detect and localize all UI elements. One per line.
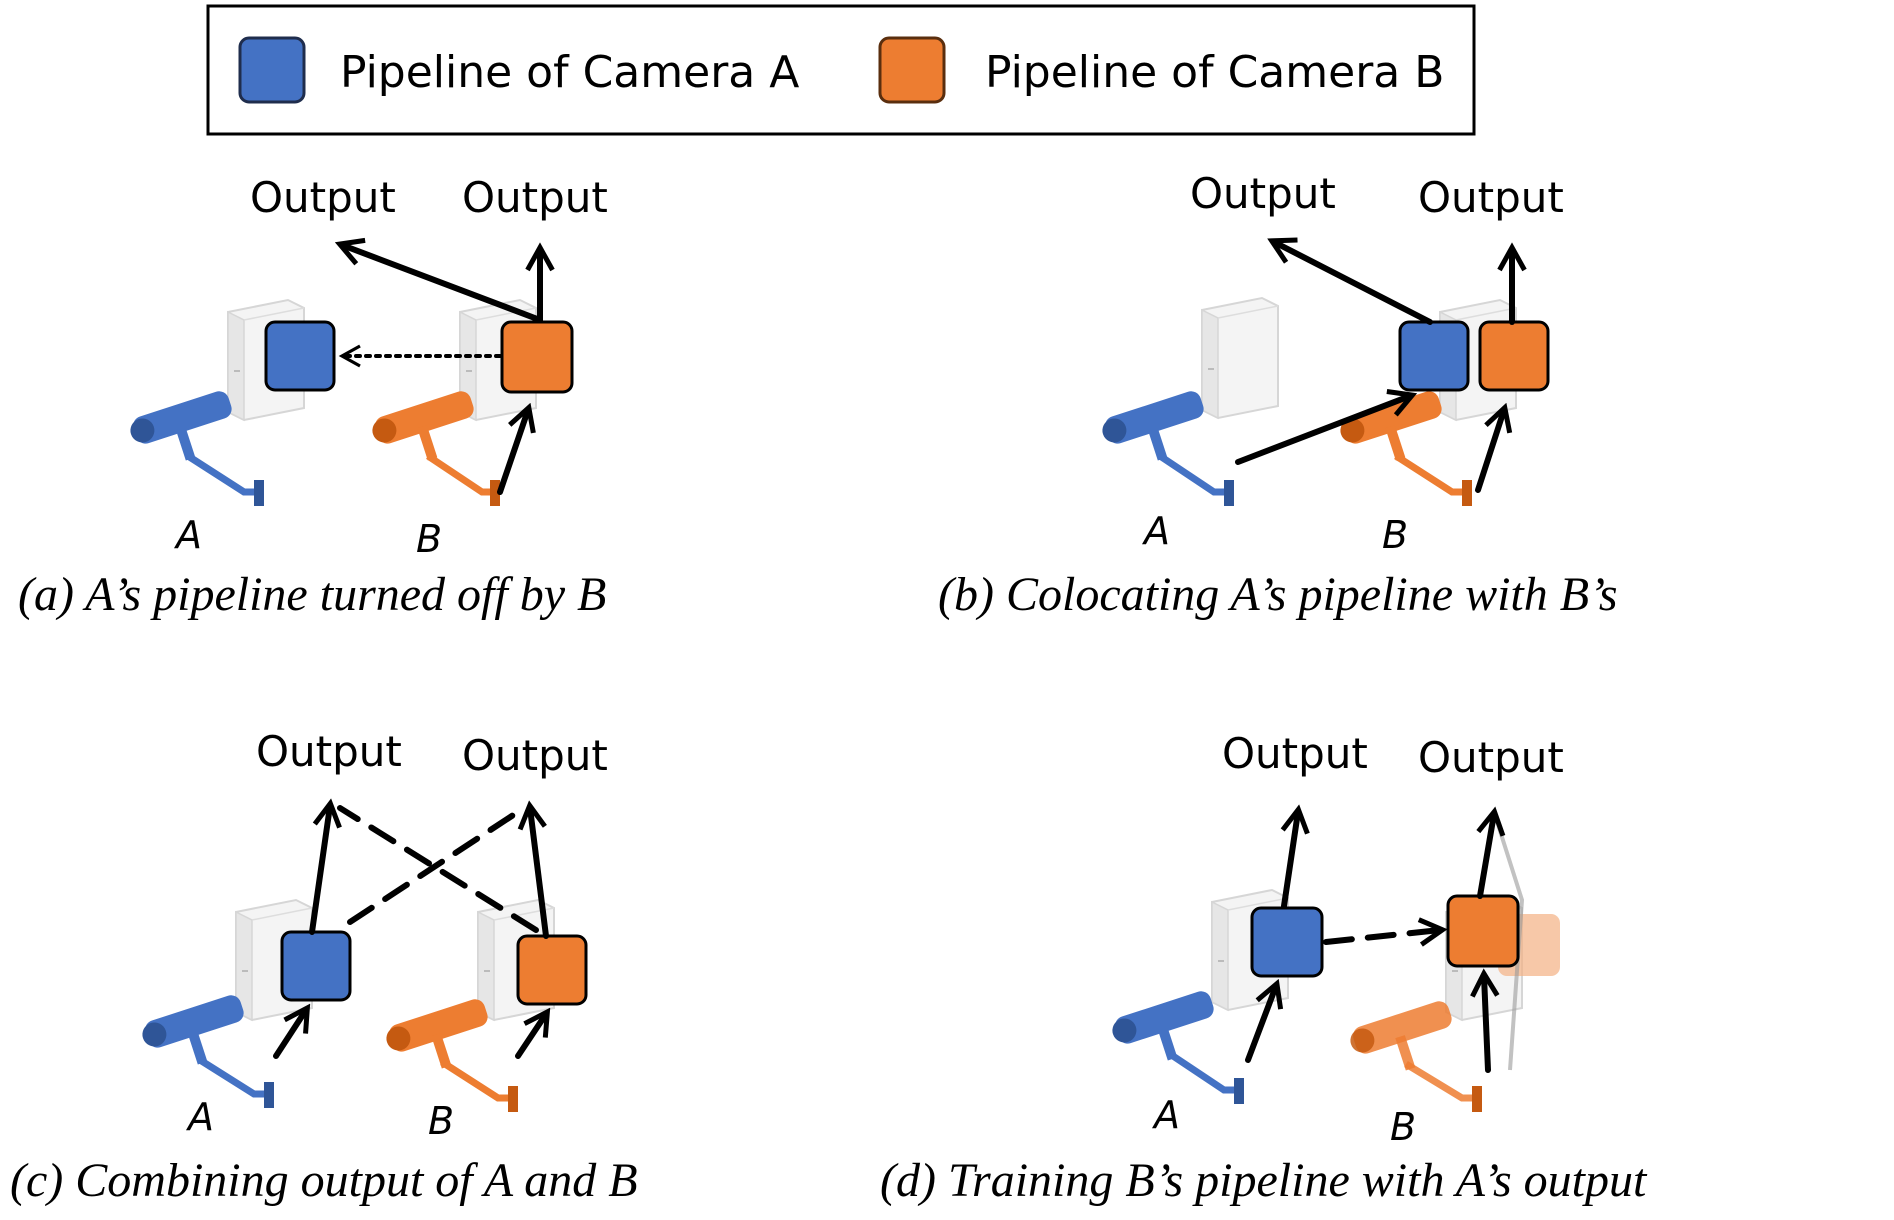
- panel-c-output-left: Output: [256, 727, 402, 776]
- panel-a-caption: (a) A’s pipeline turned off by B: [18, 568, 606, 621]
- panel-c-camera-a-icon: [142, 995, 244, 1065]
- panel-b-arrow-a-to-output-left: [1274, 242, 1433, 325]
- panel-d-cam-a-label: A: [1151, 1093, 1180, 1137]
- legend-label-camera-a: Pipeline of Camera A: [340, 47, 799, 98]
- panel-b-output-right: Output: [1418, 173, 1564, 222]
- panel-d-pipeline-a: [1250, 906, 1324, 978]
- panel-b-caption: (b) Colocating A’s pipeline with B’s: [938, 568, 1618, 621]
- panel-a-pipeline-a: [264, 320, 336, 392]
- panel-d-cam-b-label: B: [1390, 1105, 1416, 1149]
- panel-c-pipeline-b: [516, 934, 588, 1006]
- panel-d-camera-b-base: [1472, 1086, 1482, 1112]
- panel-d-arrow-b-to-output-right: [1480, 814, 1494, 899]
- panel-a-camera-b-icon: [372, 391, 474, 461]
- panel-b-pipeline-a: [1398, 320, 1470, 392]
- panel-b-pipeline-b: [1478, 320, 1550, 392]
- panel-c-arrow-camera-b-to-pipeline-b: [515, 1014, 546, 1059]
- panel-d-output-right: Output: [1418, 733, 1564, 782]
- panel-b-server-a-icon: [1201, 297, 1279, 419]
- panel-d-arrow-camera-a-to-pipeline-a: [1245, 986, 1276, 1063]
- panel-d-arrow-a-to-output-left: [1284, 812, 1298, 909]
- legend-swatch-camera-a: [238, 36, 306, 104]
- panel-b: Output Output A B (b) Colocating A’s pip…: [938, 169, 1618, 621]
- panel-d-arrow-a-trains-b: [1323, 930, 1440, 942]
- panel-b-camera-b-base: [1462, 480, 1472, 506]
- panel-d-camera-a-mount: [1168, 1051, 1238, 1094]
- panel-a-camera-a-icon: [130, 391, 232, 461]
- panel-c-camera-a-mount: [198, 1057, 268, 1098]
- panel-a-cam-a-label: A: [173, 513, 202, 557]
- panel-d-camera-a-base: [1234, 1078, 1244, 1104]
- panel-b-cam-b-label: B: [1382, 513, 1408, 557]
- panel-a-camera-b-base: [490, 480, 500, 506]
- panel-c-camera-b-icon: [386, 999, 488, 1069]
- panel-d-caption: (d) Training B’s pipeline with A’s outpu…: [880, 1154, 1648, 1207]
- panel-c-caption: (c) Combining output of A and B: [10, 1154, 638, 1207]
- panel-c-cam-b-label: B: [428, 1099, 454, 1143]
- panel-c-arrow-a-to-output-left: [309, 806, 330, 935]
- panel-d: Output Output A B (d) Training B’s pipel…: [880, 729, 1648, 1207]
- panel-c-dashed-b-to-output-left: [337, 805, 539, 933]
- panel-c-arrow-b-to-output-right: [530, 808, 549, 939]
- panel-b-camera-a-icon: [1102, 391, 1204, 461]
- panel-c-dashed-a-to-output-right: [347, 805, 527, 925]
- panel-d-output-left: Output: [1222, 729, 1368, 778]
- panel-a: Output Output A B (a) A’s pipeline turne…: [18, 173, 608, 621]
- panel-b-camera-a-mount: [1158, 453, 1228, 496]
- panel-a-camera-a-mount: [186, 453, 258, 496]
- panel-d-arrow-camera-b-to-pipeline-b: [1484, 976, 1488, 1073]
- panel-c-camera-a-base: [264, 1082, 274, 1108]
- legend: Pipeline of Camera A Pipeline of Camera …: [206, 4, 1476, 136]
- panel-c-output-right: Output: [462, 731, 608, 780]
- panel-d-pipeline-b: [1446, 894, 1520, 968]
- panel-d-camera-b-mount: [1404, 1061, 1476, 1102]
- panel-a-camera-a-base: [254, 480, 264, 506]
- panel-b-camera-a-base: [1224, 480, 1234, 506]
- panel-c-camera-b-base: [508, 1086, 518, 1112]
- panel-c-cam-a-label: A: [185, 1095, 214, 1139]
- panel-a-output-left: Output: [250, 173, 396, 222]
- panel-a-pipeline-b: [500, 320, 574, 394]
- panel-c-pipeline-a: [280, 930, 352, 1002]
- panel-d-camera-b-icon: [1350, 1001, 1452, 1071]
- panel-c-arrow-camera-a-to-pipeline-a: [273, 1010, 306, 1059]
- panel-c-camera-b-mount: [440, 1059, 512, 1102]
- legend-box: [206, 4, 1476, 136]
- panel-b-arrow-camera-b-to-pipeline-b: [1475, 410, 1504, 493]
- panel-b-arrow-camera-a-to-pipeline-a: [1235, 396, 1410, 465]
- panel-c: Output Output A B (c) Combining output o…: [10, 727, 638, 1207]
- legend-swatch-camera-b: [878, 36, 946, 104]
- panel-b-output-left: Output: [1190, 169, 1336, 218]
- panel-a-camera-b-mount: [426, 453, 494, 496]
- panel-a-arrow-b-to-output-left: [342, 245, 543, 323]
- legend-label-camera-b: Pipeline of Camera B: [985, 47, 1444, 98]
- panel-d-camera-a-icon: [1112, 991, 1214, 1061]
- panel-d-ghost-arrow: [1492, 811, 1525, 1071]
- panel-b-cam-a-label: A: [1141, 509, 1170, 553]
- panel-b-camera-b-mount: [1394, 453, 1466, 496]
- panel-a-cam-b-label: B: [416, 517, 442, 561]
- panel-a-output-right: Output: [462, 173, 608, 222]
- panel-a-arrow-camera-b-to-pipeline-b: [497, 410, 528, 495]
